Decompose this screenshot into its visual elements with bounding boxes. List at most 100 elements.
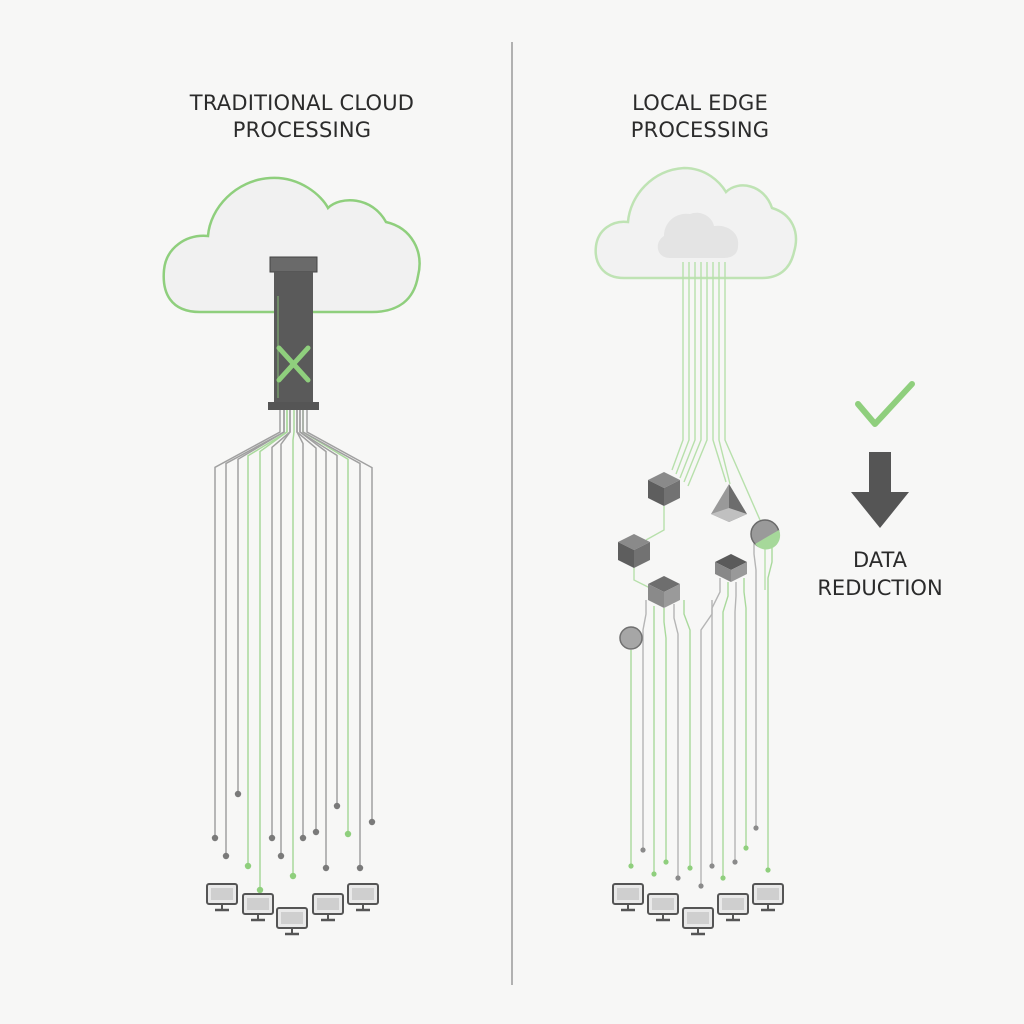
right-panel-title: LOCAL EDGE PROCESSING [550, 90, 850, 144]
endpoint-dot [322, 864, 330, 872]
edge-node-sphere [750, 519, 781, 550]
data-line [280, 410, 291, 856]
data-line [292, 410, 295, 876]
down-arrow-icon [851, 452, 909, 528]
computer-monitor-icon [752, 883, 784, 912]
endpoint-dot [299, 834, 307, 842]
endpoint-dot [709, 863, 715, 869]
left-data-lines [214, 410, 373, 890]
right-data-lines [630, 262, 773, 886]
data-line [743, 578, 747, 848]
data-line [753, 540, 757, 828]
left-cloud [162, 176, 421, 314]
data-line [642, 600, 647, 850]
data-line [683, 600, 691, 868]
right-title-line2: PROCESSING [630, 118, 770, 142]
data-line [711, 578, 721, 866]
data-line [687, 262, 708, 487]
computer-monitor-icon [347, 883, 379, 912]
data-line [645, 506, 665, 541]
endpoint-dot [234, 790, 242, 798]
left-endpoint-dots [211, 790, 376, 894]
data-line [679, 262, 696, 479]
edge-node-cube [618, 534, 650, 568]
bottleneck-pipe [268, 256, 319, 410]
data-line [683, 262, 702, 483]
left-title-line2: PROCESSING [232, 118, 372, 142]
computer-monitor-icon [647, 893, 679, 922]
endpoint-dot [765, 867, 771, 873]
computer-monitor-icon [682, 907, 714, 936]
left-panel-title: TRADITIONAL CLOUD PROCESSING [152, 90, 452, 144]
endpoint-dot [312, 828, 320, 836]
endpoint-dot [720, 875, 726, 881]
edge-node-pyramid [711, 484, 747, 522]
data-line [722, 582, 729, 878]
endpoint-dot [675, 875, 681, 881]
endpoint-dot [244, 862, 252, 870]
computer-monitor-icon [312, 893, 344, 922]
edge-node-cube [648, 576, 680, 608]
endpoint-dot [344, 830, 352, 838]
data-line [259, 410, 288, 890]
left-title-line1: TRADITIONAL CLOUD [189, 91, 415, 115]
data-line [675, 262, 690, 475]
data-reduction-label: DATA REDUCTION [800, 546, 960, 602]
endpoint-dot [628, 863, 634, 869]
reduction-line2: REDUCTION [817, 576, 943, 600]
data-line [299, 410, 338, 806]
endpoint-dot [256, 886, 264, 894]
data-line [734, 582, 737, 862]
endpoint-dot [651, 871, 657, 877]
endpoint-dot [356, 864, 364, 872]
computer-monitor-icon [206, 883, 238, 912]
data-line [306, 410, 373, 822]
endpoint-dot [333, 802, 341, 810]
endpoint-dot [753, 825, 759, 831]
edge-node-cube [715, 554, 747, 582]
data-line [663, 608, 667, 862]
data-line [673, 604, 679, 878]
endpoint-dot [687, 865, 693, 871]
computer-monitor-icon [242, 893, 274, 922]
computer-monitor-icon [717, 893, 749, 922]
computer-monitor-icon [276, 907, 308, 936]
endpoint-dot [268, 834, 276, 842]
data-line [724, 262, 761, 521]
endpoint-dot [222, 852, 230, 860]
data-line [225, 410, 285, 856]
data-line [296, 410, 304, 838]
endpoint-dot [698, 883, 704, 889]
data-line [299, 410, 327, 868]
endpoint-dot [277, 852, 285, 860]
data-line [633, 566, 651, 589]
endpoint-dot [663, 859, 669, 865]
endpoint-dot [211, 834, 219, 842]
inner-cloud [657, 212, 739, 258]
data-line [296, 410, 317, 832]
x-mark-icon [276, 345, 311, 383]
endpoint-dot [743, 845, 749, 851]
data-line [712, 262, 727, 483]
data-line [214, 410, 281, 838]
right-title-line1: LOCAL EDGE [632, 91, 768, 115]
data-line [767, 548, 773, 870]
endpoint-dot [640, 847, 646, 853]
endpoint-dot [368, 818, 376, 826]
endpoint-dot [732, 859, 738, 865]
right-device-group [612, 883, 784, 936]
data-line [237, 410, 285, 794]
endpoint-dot [289, 872, 297, 880]
check-mark-icon [855, 381, 915, 427]
computer-monitor-icon [612, 883, 644, 912]
data-line [700, 600, 713, 886]
edge-node-sphere [619, 626, 643, 650]
data-line [671, 262, 684, 471]
edge-node-cube [648, 472, 680, 506]
reduction-line1: DATA [852, 548, 908, 572]
data-line [718, 262, 731, 485]
right-endpoint-dots [628, 825, 771, 889]
data-line [302, 410, 361, 868]
